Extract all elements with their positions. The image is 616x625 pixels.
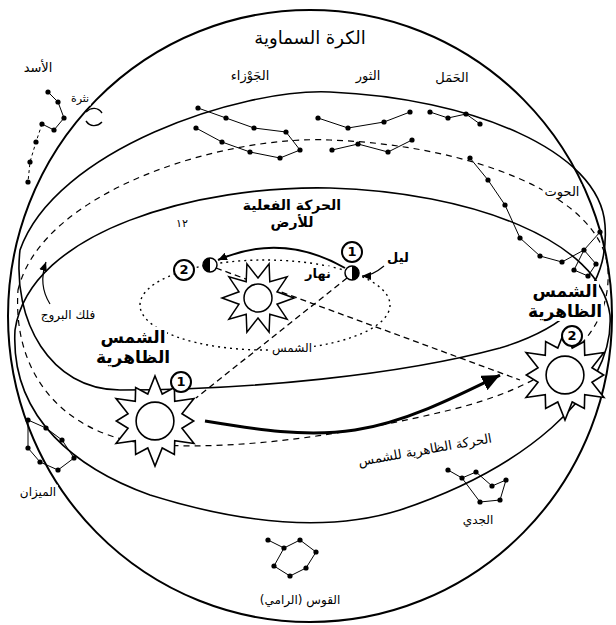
constellation-pisces bbox=[574, 250, 596, 276]
sphere-title: الكرة السماوية bbox=[252, 27, 367, 48]
leader-arrow bbox=[362, 266, 384, 276]
sphere-title-box: الكرة السماوية bbox=[252, 27, 367, 49]
sun-disc bbox=[546, 356, 584, 394]
constellation-taurus bbox=[332, 140, 412, 152]
sun-heading: الشمس الظاهرية bbox=[94, 327, 172, 367]
sun-label: الشمس bbox=[270, 341, 314, 355]
motion-label-box: الحركة الفعلية للأرض bbox=[237, 197, 347, 231]
constellation-name: الجَوْزاء bbox=[229, 68, 272, 83]
side-label-box: ليل bbox=[385, 250, 411, 266]
constellation-name: الثور bbox=[354, 68, 383, 83]
constellation-name-box: الثور bbox=[354, 68, 383, 84]
side-label: نهار bbox=[303, 266, 333, 281]
cancer-symbol bbox=[86, 108, 102, 125]
constellation-name-box: الحَمَل bbox=[433, 70, 470, 86]
leader-arrow bbox=[43, 262, 50, 304]
callout-node: 1 bbox=[170, 371, 192, 393]
apparent-sun: الشمس الظاهرية 2 bbox=[500, 282, 615, 425]
constellation-name: القوس (الرامي) bbox=[258, 593, 342, 607]
callout-node: 2 bbox=[561, 325, 583, 347]
callout-number: ١٢ bbox=[174, 217, 190, 230]
callout-number: 1 bbox=[341, 241, 363, 263]
constellation-capricorn bbox=[448, 470, 506, 502]
sun-disc bbox=[244, 284, 272, 312]
motion-label: الحركة الفعلية للأرض bbox=[241, 197, 343, 230]
constellation-name: الجدي bbox=[461, 513, 495, 527]
constellation-leo bbox=[42, 92, 64, 130]
constellation-leo bbox=[28, 124, 42, 182]
earth-orbit bbox=[140, 260, 390, 350]
constellation-name-box: الأسد bbox=[22, 60, 55, 76]
constellation-aries bbox=[430, 112, 480, 124]
callout-ring bbox=[171, 372, 191, 392]
side-label: ليل bbox=[385, 250, 411, 265]
sun-heading-box: الشمس الظاهرية bbox=[520, 282, 610, 321]
constellation-pisces bbox=[470, 158, 600, 262]
callout-ring bbox=[342, 242, 362, 262]
zodiac-band-edge bbox=[15, 188, 610, 523]
constellation-name: الأسد bbox=[22, 60, 55, 75]
edge-label-box: الحركة الظاهرية للشمس bbox=[355, 430, 495, 470]
constellation-name: الحوت bbox=[543, 184, 582, 199]
earth-motion-arrow bbox=[218, 248, 345, 268]
apparent-motion-arrow bbox=[205, 375, 500, 433]
constellation-name-box: القوس (الرامي) bbox=[258, 593, 342, 607]
callout-number-box: ١٢ bbox=[174, 217, 190, 230]
star-cluster-name-box: نثرة bbox=[69, 92, 91, 105]
constellation-name-box: الميزان bbox=[18, 485, 58, 499]
callout-number: 2 bbox=[173, 259, 195, 281]
constellation-name: الحَمَل bbox=[433, 70, 470, 85]
callout-ring bbox=[174, 260, 194, 280]
sight-line bbox=[216, 268, 520, 380]
sun-disc bbox=[136, 402, 174, 440]
sun-heading-box: الشمس الظاهرية bbox=[88, 328, 178, 367]
constellation-sagittarius bbox=[268, 540, 316, 576]
constellation-gemini bbox=[196, 128, 300, 158]
callout-node: 2 bbox=[173, 259, 195, 281]
callout-number: 1 bbox=[170, 371, 192, 393]
ecliptic-label-box: فلك البروج bbox=[39, 308, 97, 322]
constellation-gemini bbox=[198, 108, 300, 150]
apparent-sun: الشمس الظاهرية 1 bbox=[88, 328, 205, 471]
callout-number: 2 bbox=[561, 325, 583, 347]
ecliptic-label: فلك البروج bbox=[39, 308, 97, 322]
constellation-taurus bbox=[318, 112, 410, 128]
constellation-name-box: الجدي bbox=[461, 513, 495, 527]
sun-label-box: الشمس bbox=[270, 341, 314, 355]
earth bbox=[345, 266, 359, 280]
earth-night-side bbox=[352, 266, 359, 280]
constellation-name: الميزان bbox=[18, 485, 58, 499]
callout-node: 1 bbox=[341, 241, 363, 263]
ecliptic-line bbox=[18, 140, 609, 446]
callout-ring bbox=[562, 326, 582, 346]
constellation-name-box: الحوت bbox=[543, 184, 582, 200]
side-label-box: نهار bbox=[303, 266, 333, 282]
earth bbox=[203, 258, 217, 272]
star-cluster-name: نثرة bbox=[69, 92, 91, 105]
constellation-name-box: الجَوْزاء bbox=[229, 68, 272, 84]
edge-label: الحركة الظاهرية للشمس bbox=[355, 430, 495, 469]
constellation-libra bbox=[28, 420, 74, 470]
sun-star bbox=[222, 264, 294, 332]
celestial-sphere bbox=[8, 10, 612, 622]
sun-heading: الشمس الظاهرية bbox=[526, 281, 604, 321]
earth-night-side bbox=[203, 258, 210, 272]
zodiac-band-edge bbox=[19, 92, 605, 390]
sight-line bbox=[196, 278, 347, 398]
